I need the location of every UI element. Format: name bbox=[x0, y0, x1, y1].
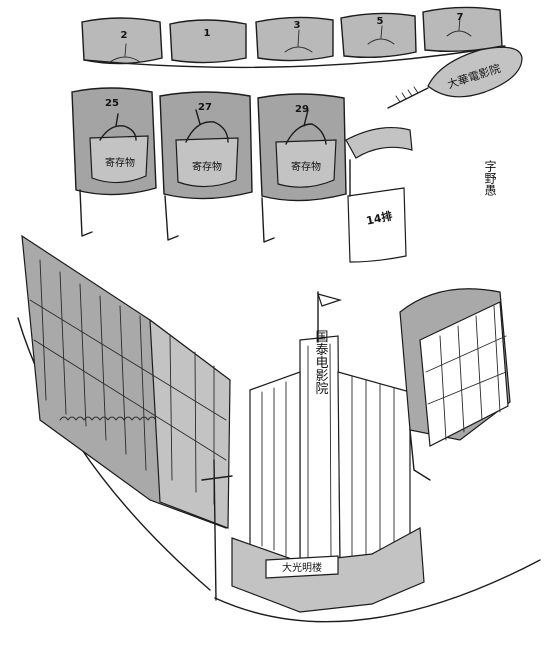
front-seat-row: 2 1 3 5 7 bbox=[81, 6, 506, 69]
front-seat-number: 7 bbox=[457, 12, 464, 23]
front-seat-number: 2 bbox=[121, 30, 128, 41]
row-label: 14排 bbox=[365, 209, 394, 228]
seat-tag: 寄存物 bbox=[105, 156, 135, 169]
hand-fan: 大華電影院 bbox=[387, 46, 523, 109]
seat-tag: 寄存物 bbox=[291, 160, 321, 173]
back-seat-number: 29 bbox=[295, 104, 309, 115]
back-seat-row: 25 27 29 寄存物 寄存物 寄存物 14排 bbox=[71, 87, 413, 263]
front-seat-number: 5 bbox=[377, 16, 384, 27]
front-seat-number: 3 bbox=[294, 20, 301, 31]
back-seat-number: 27 bbox=[198, 102, 212, 113]
cinema-sign: 国泰电影院 bbox=[313, 330, 329, 395]
shop-sign: 大光明楼 bbox=[282, 561, 322, 574]
signature-text: 字野愚 bbox=[483, 159, 497, 196]
artist-signature: 字野愚 bbox=[483, 159, 497, 196]
front-seat-number: 1 bbox=[204, 28, 211, 39]
shop-sign-board bbox=[265, 555, 339, 579]
seat-tag: 寄存物 bbox=[192, 160, 222, 173]
back-seat-number: 25 bbox=[105, 98, 119, 109]
street-scene: 国泰电影院 大光明楼 bbox=[17, 234, 541, 623]
